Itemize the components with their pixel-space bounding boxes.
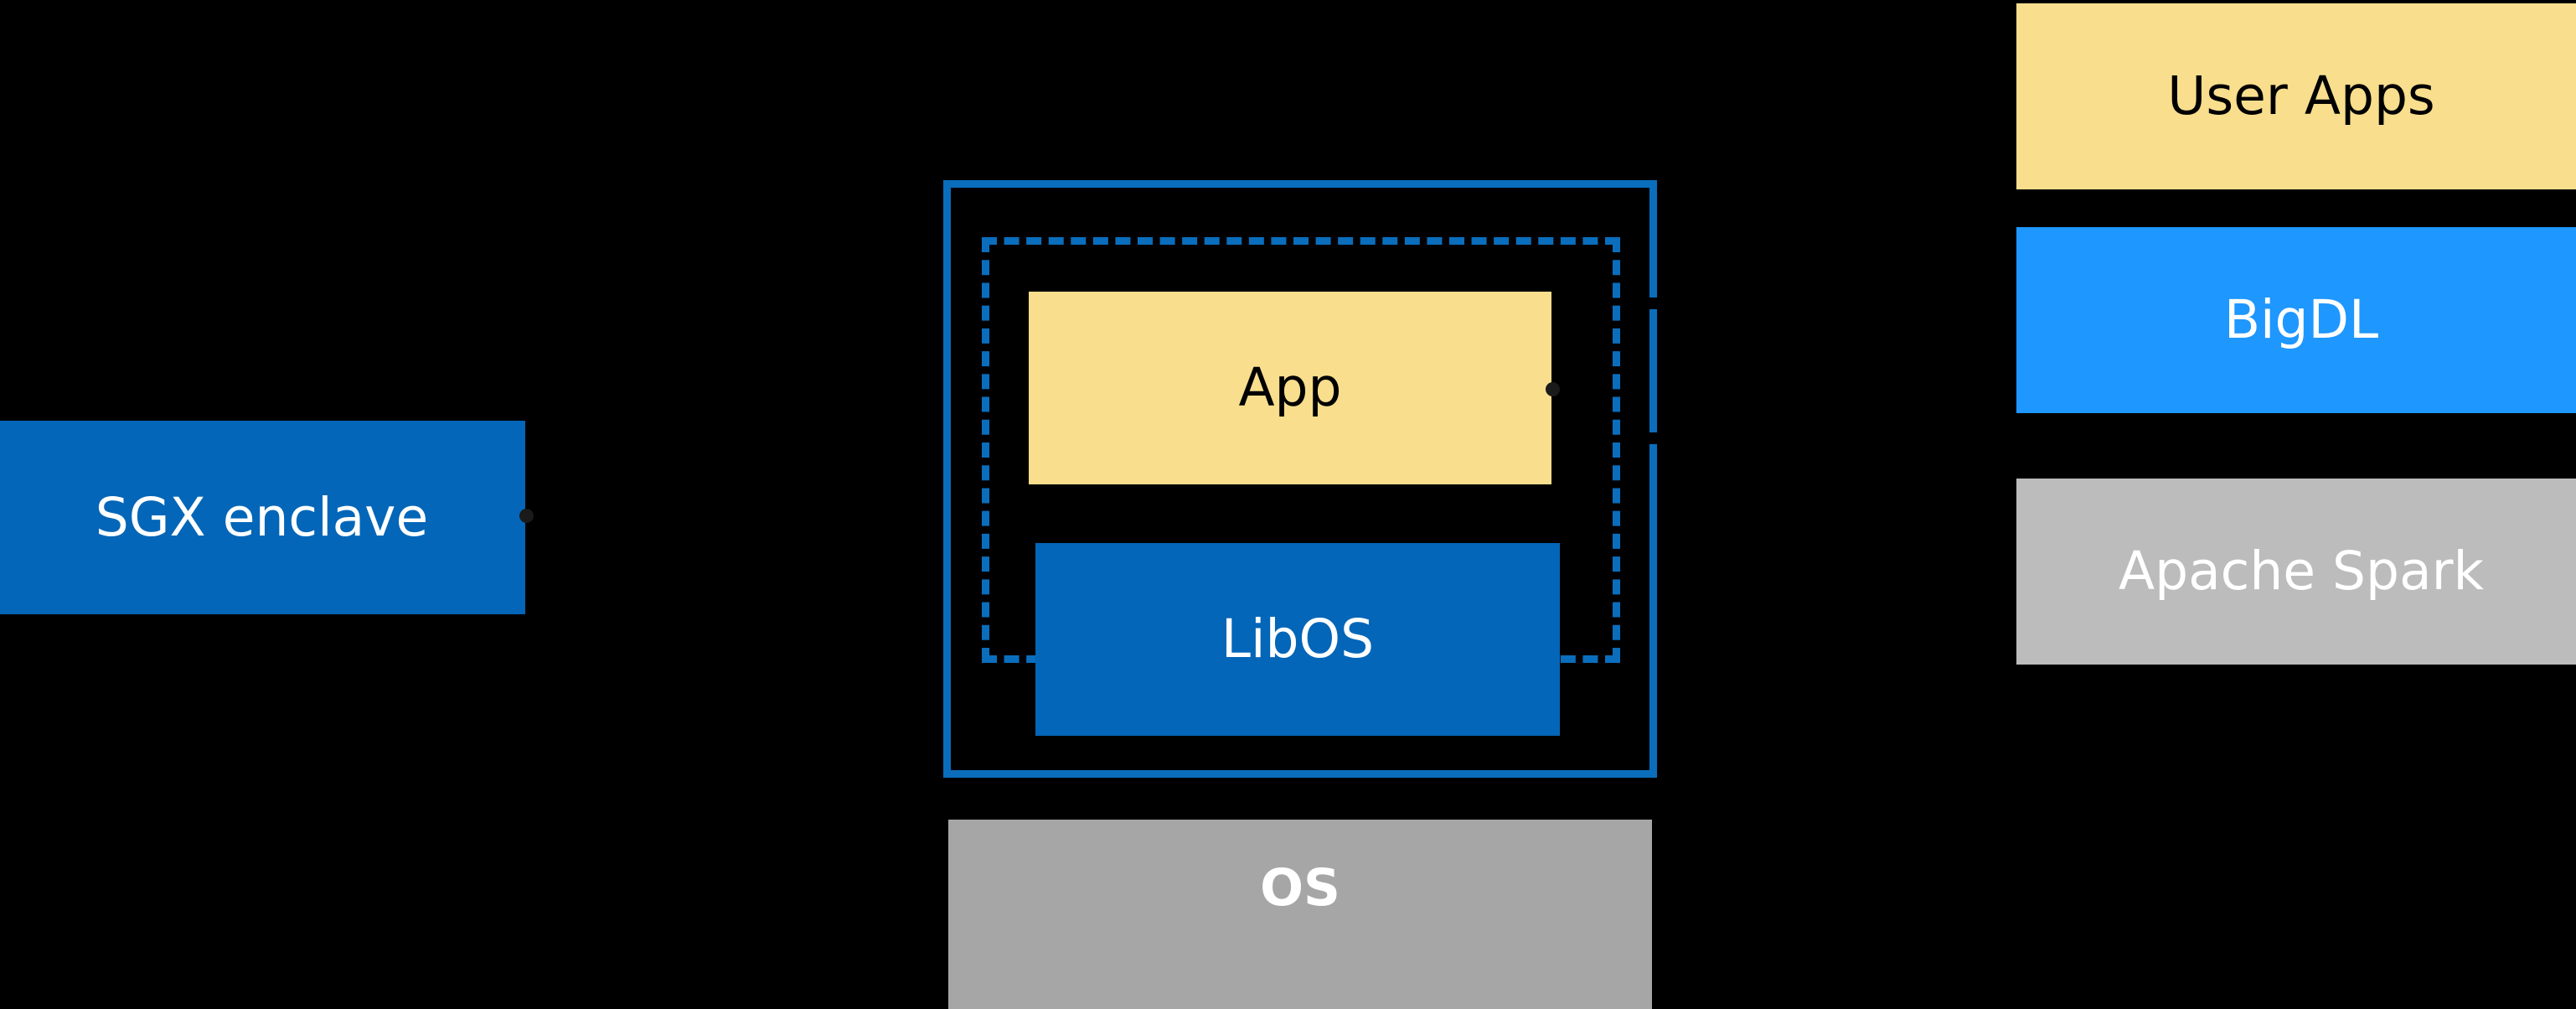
enclave-boundary-notch-top	[1649, 298, 1660, 309]
enclave-boundary-notch-bottom	[1649, 432, 1660, 444]
libos-box[interactable]: LibOS	[1035, 543, 1560, 736]
app-box[interactable]: App	[1029, 292, 1551, 484]
apache-spark-label: Apache Spark	[2118, 541, 2485, 603]
sgx-enclave-label: SGX enclave	[95, 486, 429, 548]
bigdl-label: BigDL	[2223, 289, 2379, 351]
os-box[interactable]: OS	[948, 820, 1652, 1009]
sgx-enclave-boundary-outline	[943, 180, 1657, 778]
app-connector-dot	[1546, 382, 1560, 396]
sgx-enclave-box[interactable]: SGX enclave	[0, 421, 525, 614]
app-label: App	[1238, 357, 1342, 419]
libos-label: LibOS	[1221, 608, 1375, 670]
os-label: OS	[1260, 858, 1340, 918]
bigdl-box[interactable]: BigDL	[2016, 227, 2576, 413]
apache-spark-box[interactable]: Apache Spark	[2016, 479, 2576, 665]
user-apps-box[interactable]: User Apps	[2016, 3, 2576, 189]
sgx-enclave-connector-dot	[519, 509, 534, 523]
user-apps-label: User Apps	[2167, 65, 2435, 127]
